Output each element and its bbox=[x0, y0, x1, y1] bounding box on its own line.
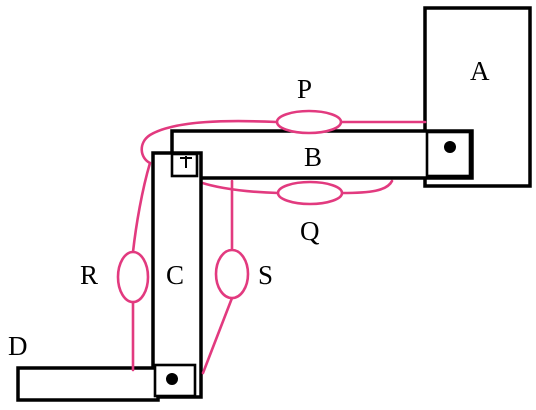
muscle-p-belly bbox=[275, 109, 343, 135]
muscle-r-tendon-top bbox=[131, 161, 152, 254]
muscle-s-tendon-bottom bbox=[201, 296, 234, 375]
muscle-p-tendon-left bbox=[140, 119, 279, 165]
joint-ab bbox=[425, 130, 472, 178]
label-a: A bbox=[470, 56, 490, 86]
muscle-r-belly bbox=[116, 250, 150, 304]
label-q: Q bbox=[300, 216, 320, 246]
label-s: S bbox=[258, 260, 273, 290]
label-r: R bbox=[80, 260, 98, 290]
muscle-q-tendon-right bbox=[340, 179, 394, 195]
label-b: B bbox=[304, 142, 322, 172]
joint-ab-pivot bbox=[444, 141, 456, 153]
muscle-q-belly bbox=[276, 180, 344, 206]
label-p: P bbox=[297, 74, 312, 104]
segment-c bbox=[151, 151, 203, 399]
segment-d bbox=[16, 366, 160, 402]
joint-cd-pivot bbox=[166, 373, 178, 385]
joint-bc bbox=[170, 152, 199, 178]
muscle-s-belly bbox=[214, 248, 250, 300]
label-c: C bbox=[166, 260, 184, 290]
label-d: D bbox=[8, 331, 28, 361]
